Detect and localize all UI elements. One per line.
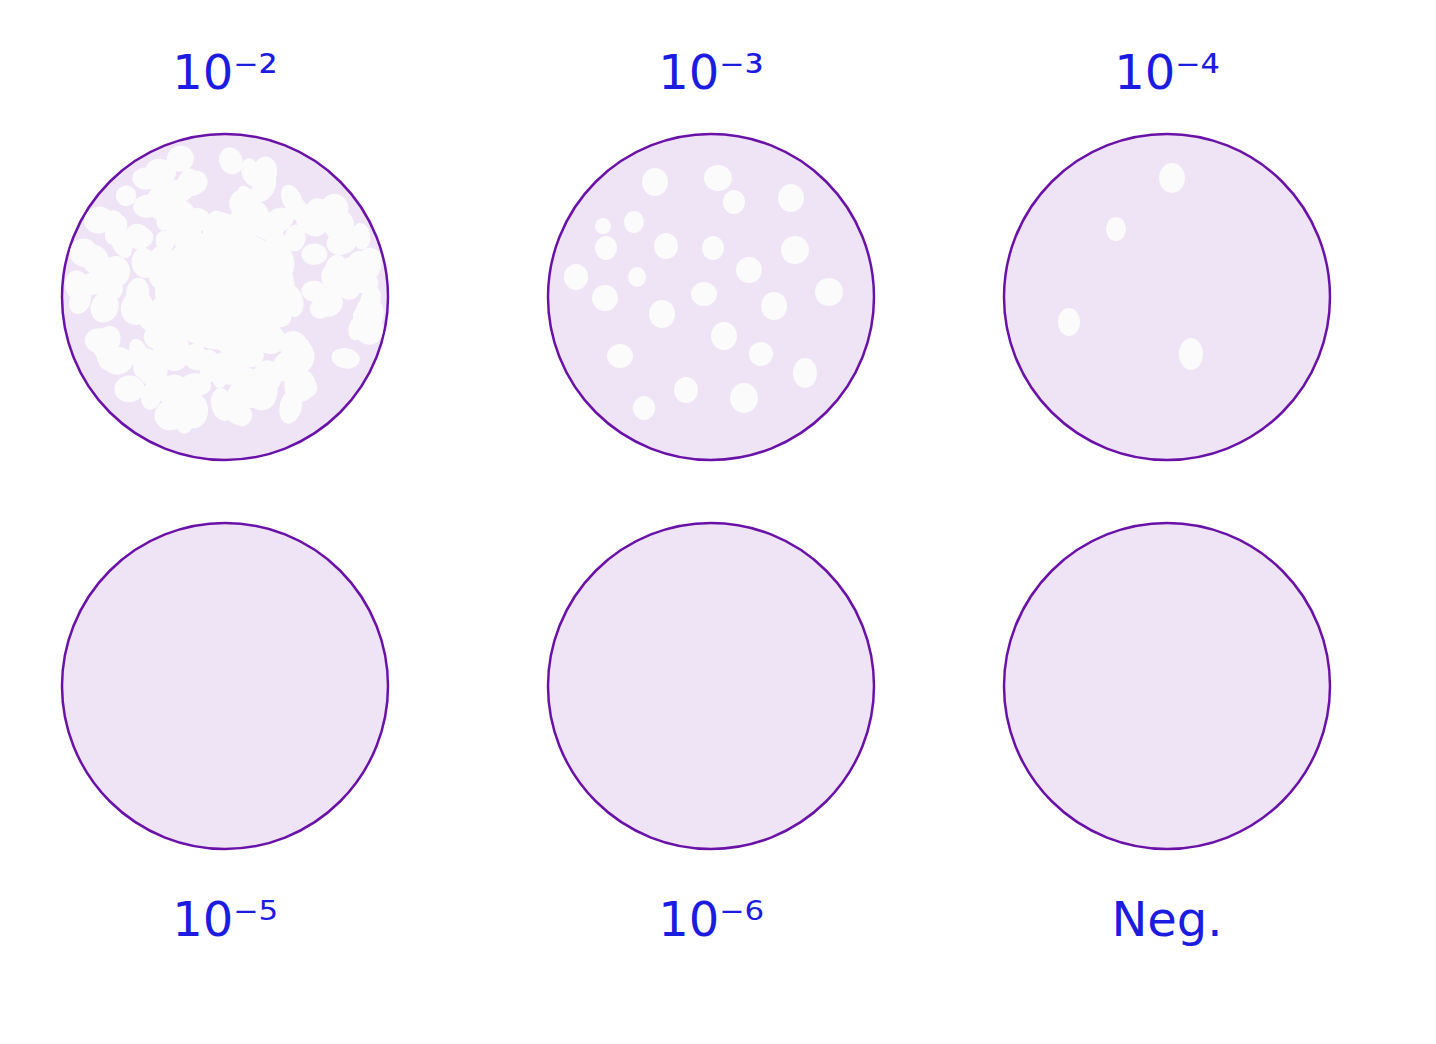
dish-outline	[1003, 522, 1331, 850]
dish-outline	[547, 133, 875, 461]
petri-dish: 10⁻⁵	[61, 522, 389, 850]
dish-outline	[61, 133, 389, 461]
dilution-label: 10⁻³	[507, 43, 915, 101]
dish-outline	[547, 522, 875, 850]
petri-dish: Neg.	[1003, 522, 1331, 850]
petri-dish: 10⁻⁴	[1003, 133, 1331, 461]
petri-dish: 10⁻²	[61, 133, 389, 461]
plaque-group	[564, 163, 1203, 420]
dilution-label: 10⁻⁶	[507, 890, 915, 948]
dilution-label: Neg.	[963, 890, 1371, 948]
dilution-label: 10⁻⁴	[963, 43, 1371, 101]
dilution-label: 10⁻²	[21, 43, 429, 101]
plaque-cluster	[62, 144, 387, 435]
petri-dish: 10⁻⁶	[547, 522, 875, 850]
dish-outline	[1003, 133, 1331, 461]
petri-dish: 10⁻³	[547, 133, 875, 461]
dilution-label: 10⁻⁵	[21, 890, 429, 948]
dish-outline	[61, 522, 389, 850]
